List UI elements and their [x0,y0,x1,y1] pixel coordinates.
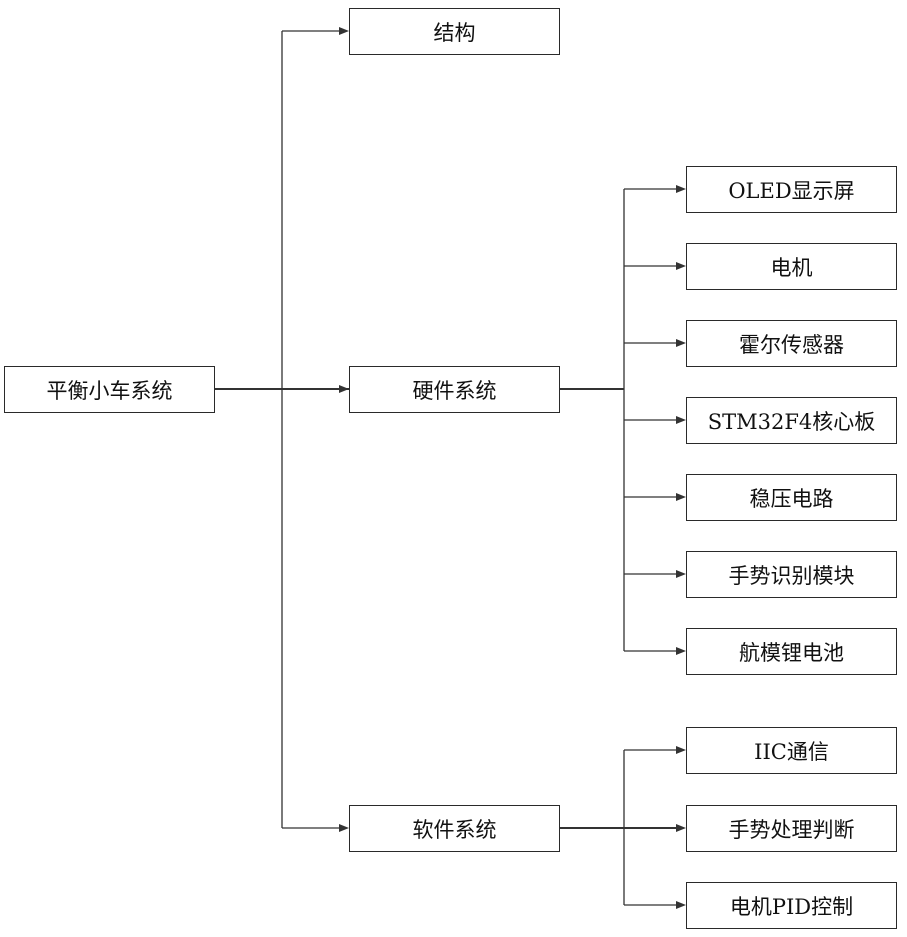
node-motor-pid-control: 电机PID控制 [686,882,897,929]
arrowhead [676,824,686,832]
arrowhead [339,27,349,35]
arrowhead [676,901,686,909]
arrowhead [676,185,686,193]
node-voltage-regulator: 稳压电路 [686,474,897,521]
arrowhead [676,647,686,655]
node-gesture-processing: 手势处理判断 [686,805,897,852]
node-hardware-system: 硬件系统 [349,366,560,413]
node-lipo-battery: 航模锂电池 [686,628,897,675]
arrowhead [339,824,349,832]
arrowhead [676,746,686,754]
arrowhead [676,570,686,578]
arrowhead [339,385,349,393]
node-oled-display: OLED显示屏 [686,166,897,213]
arrowhead [676,339,686,347]
node-motor: 电机 [686,243,897,290]
node-hall-sensor: 霍尔传感器 [686,320,897,367]
arrowhead [676,493,686,501]
arrowhead [676,262,686,270]
root-node: 平衡小车系统 [4,366,215,413]
node-gesture-module: 手势识别模块 [686,551,897,598]
node-stm32-core-board: STM32F4核心板 [686,397,897,444]
arrowhead [676,416,686,424]
node-structure: 结构 [349,8,560,55]
node-software-system: 软件系统 [349,805,560,852]
node-iic-communication: IIC通信 [686,727,897,774]
